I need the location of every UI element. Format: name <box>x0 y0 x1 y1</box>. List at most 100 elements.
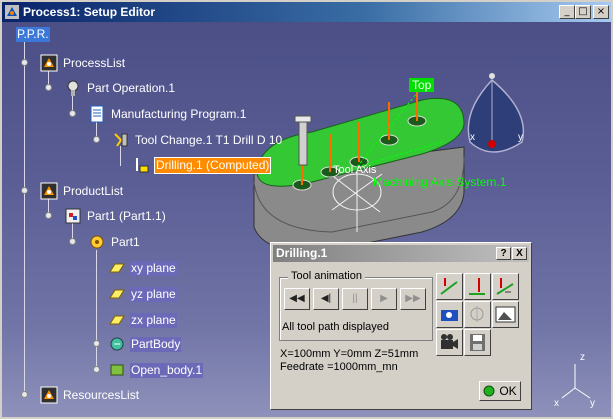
minimize-button[interactable]: _ <box>559 5 575 19</box>
tree-line <box>72 222 73 244</box>
fast-forward-button[interactable]: ▶▶ <box>400 288 426 310</box>
tree-line <box>120 146 121 166</box>
step-back-button[interactable]: ◀| <box>313 288 339 310</box>
plane-icon <box>109 315 125 325</box>
tree-label: Manufacturing Program.1 <box>111 106 247 121</box>
tree-node-yz-plane[interactable]: yz plane <box>108 285 177 303</box>
close-button[interactable]: × <box>593 5 609 19</box>
tree-node-xy-plane[interactable]: xy plane <box>108 259 177 277</box>
product-list-icon <box>40 182 58 200</box>
drilling-dialog: Drilling.1 ? X Tool animation ◀◀ ◀| || ▶… <box>270 242 532 410</box>
tree-expander[interactable] <box>21 391 28 398</box>
tree-node-open-body[interactable]: Open_body.1 <box>108 361 204 379</box>
axis-z-label: z <box>580 352 585 363</box>
tree-line <box>24 42 25 392</box>
tree-line <box>48 70 49 90</box>
tree-node-part-instance[interactable]: Part1 (Part1.1) <box>64 207 167 225</box>
capture-button[interactable] <box>436 301 463 328</box>
process-list-icon <box>40 54 58 72</box>
tree-node-resources-list[interactable]: ResourcesList <box>40 386 140 404</box>
ok-label: OK <box>499 384 517 398</box>
play-button[interactable]: ▶ <box>371 288 397 310</box>
compass-x-label: x <box>470 132 475 143</box>
tree-node-zx-plane[interactable]: zx plane <box>108 311 177 329</box>
tool-change-icon <box>114 133 128 147</box>
dialog-title-bar[interactable]: Drilling.1 ? X <box>273 245 529 262</box>
part-icon <box>90 235 104 249</box>
tree-line <box>72 94 73 116</box>
video-button[interactable] <box>436 329 463 356</box>
tree-expander[interactable] <box>21 59 28 66</box>
save-button[interactable] <box>464 329 491 356</box>
tree-label: Tool Change.1 T1 Drill D 10 <box>135 132 283 147</box>
group-label: Tool animation <box>288 270 365 282</box>
tree-label: yz plane <box>130 286 177 302</box>
tree-expander[interactable] <box>45 212 52 219</box>
analyze-button[interactable] <box>464 301 491 328</box>
compass-y-label: y <box>518 132 523 143</box>
tree-expander[interactable] <box>93 340 100 347</box>
tree-label: ProcessList <box>63 55 126 70</box>
tree-node-root[interactable]: P.P.R. <box>16 27 50 42</box>
tree-node-manufacturing-program[interactable]: Manufacturing Program.1 <box>88 105 247 123</box>
axis-x-label: x <box>554 398 559 409</box>
tree-label: Part1 (Part1.1) <box>87 208 166 223</box>
compass-widget[interactable] <box>467 73 525 153</box>
tree-node-part-operation[interactable]: Part Operation.1 <box>64 79 176 97</box>
title-bar[interactable]: Process1: Setup Editor _ □ × <box>2 2 611 22</box>
tree-label: PartBody <box>130 336 182 352</box>
point-display-button[interactable] <box>464 273 491 300</box>
path-display-button[interactable] <box>436 273 463 300</box>
program-document-icon <box>90 105 104 123</box>
tree-expander[interactable] <box>21 187 28 194</box>
tool-display-button[interactable] <box>492 273 519 300</box>
tree-line <box>96 120 97 142</box>
pause-button[interactable]: || <box>342 288 368 310</box>
feedrate-readout: Feedrate =1000mm_mn <box>280 361 398 373</box>
camera-icon <box>441 310 458 321</box>
product-instance-icon <box>65 208 81 224</box>
window-title: Process1: Setup Editor <box>23 5 156 19</box>
tree-expander[interactable] <box>69 110 76 117</box>
tree-node-process-list[interactable]: ProcessList <box>40 54 126 72</box>
dialog-close-button[interactable]: X <box>512 247 527 260</box>
tree-label-selected: Drilling.1 (Computed) <box>154 156 272 174</box>
tree-label: Part1 <box>111 234 140 249</box>
tree-node-product-list[interactable]: ProductList <box>40 182 124 200</box>
help-button[interactable]: ? <box>496 247 511 260</box>
plane-icon <box>109 263 125 273</box>
tree-expander[interactable] <box>69 238 76 245</box>
rewind-button[interactable]: ◀◀ <box>284 288 310 310</box>
tree-node-drilling[interactable]: Drilling.1 (Computed) <box>132 156 272 174</box>
tree-expander[interactable] <box>45 84 52 91</box>
tree-line <box>48 198 49 218</box>
tree-label: Open_body.1 <box>130 362 204 378</box>
tree-label: ResourcesList <box>63 387 140 402</box>
machining-axis-label[interactable]: Machining Axis System.1 <box>373 175 507 189</box>
tree-label: ProductList <box>63 183 124 198</box>
tree-label: Part Operation.1 <box>87 80 176 95</box>
tree-node-part-body[interactable]: PartBody <box>108 335 182 353</box>
image-button[interactable] <box>492 301 519 328</box>
tree-expander[interactable] <box>93 366 100 373</box>
maximize-button[interactable]: □ <box>575 5 591 19</box>
tree-node-part[interactable]: Part1 <box>88 233 141 251</box>
scene-graphics[interactable] <box>2 22 611 417</box>
top-label[interactable]: Top <box>409 78 435 92</box>
dialog-title: Drilling.1 <box>276 246 328 260</box>
analyze-icon <box>470 306 484 322</box>
drilling-operation-icon <box>136 158 149 173</box>
part-operation-icon <box>67 80 79 96</box>
animation-status: All tool path displayed <box>282 321 390 333</box>
ok-button[interactable]: OK <box>479 381 521 401</box>
tree-expander[interactable] <box>93 136 100 143</box>
ok-icon <box>483 385 495 397</box>
image-icon <box>495 306 516 323</box>
axis-triad <box>561 364 591 399</box>
position-readout: X=100mm Y=0mm Z=51mm <box>280 348 419 360</box>
axis-y-label: y <box>590 398 595 409</box>
catia-app-icon <box>5 5 19 19</box>
tree-label: P.P.R. <box>16 27 50 42</box>
tree-node-tool-change[interactable]: Tool Change.1 T1 Drill D 10 <box>112 131 283 149</box>
